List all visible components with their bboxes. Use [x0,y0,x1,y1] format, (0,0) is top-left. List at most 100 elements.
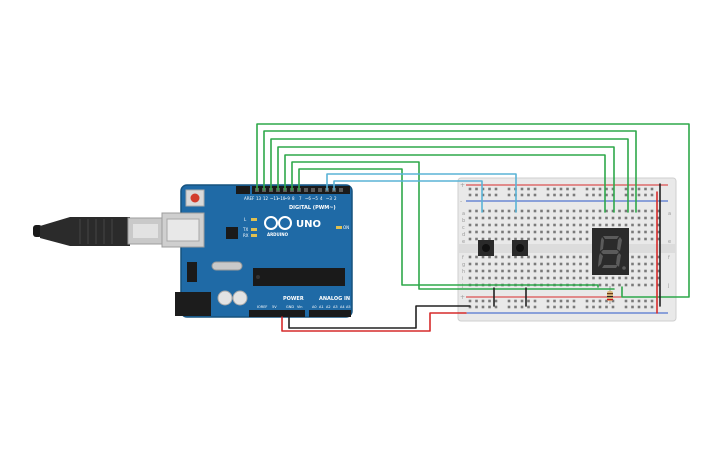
breadboard-hole[interactable] [488,187,491,191]
breadboard-hole[interactable] [540,216,543,220]
breadboard-hole[interactable] [546,305,550,309]
breadboard-hole[interactable] [637,299,641,303]
breadboard-hole[interactable] [650,269,654,273]
push-button-2[interactable] [512,240,528,256]
breadboard-hole[interactable] [468,262,472,266]
breadboard-hole[interactable] [579,276,582,280]
breadboard-hole[interactable] [475,209,478,213]
wire-green-4[interactable] [277,146,615,213]
breadboard-hole[interactable] [494,276,498,280]
breadboard-hole[interactable] [637,193,641,197]
breadboard-hole[interactable] [605,276,608,280]
breadboard-hole[interactable] [657,283,660,287]
breadboard-hole[interactable] [631,216,634,220]
breadboard-hole[interactable] [559,276,563,280]
breadboard-hole[interactable] [520,223,524,227]
breadboard-hole[interactable] [631,209,634,213]
breadboard-hole[interactable] [585,187,589,191]
breadboard-hole[interactable] [566,255,569,259]
breadboard-hole[interactable] [611,223,615,227]
breadboard-hole[interactable] [572,193,576,197]
breadboard-hole[interactable] [611,283,615,287]
breadboard-hole[interactable] [566,299,569,303]
breadboard-hole[interactable] [468,276,472,280]
breadboard-hole[interactable] [566,262,569,266]
breadboard-hole[interactable] [527,262,530,266]
breadboard-hole[interactable] [559,209,563,213]
breadboard-hole[interactable] [501,255,504,259]
breadboard-hole[interactable] [520,276,524,280]
breadboard-hole[interactable] [644,237,647,241]
breadboard-hole[interactable] [488,216,491,220]
breadboard-hole[interactable] [475,187,478,191]
breadboard-hole[interactable] [650,283,654,287]
breadboard-hole[interactable] [624,216,628,220]
breadboard-hole[interactable] [592,216,595,220]
breadboard-hole[interactable] [520,299,524,303]
breadboard-hole[interactable] [507,255,511,259]
breadboard-hole[interactable] [644,209,647,213]
breadboard-hole[interactable] [559,187,563,191]
breadboard-hole[interactable] [514,237,517,241]
breadboard-hole[interactable] [488,237,491,241]
breadboard-hole[interactable] [585,255,589,259]
wire-green-7[interactable] [298,168,599,288]
breadboard-hole[interactable] [605,283,608,287]
breadboard-hole[interactable] [488,223,491,227]
breadboard-hole[interactable] [546,230,550,234]
breadboard-hole[interactable] [481,262,485,266]
breadboard-hole[interactable] [566,269,569,273]
breadboard-hole[interactable] [618,283,621,287]
breadboard-hole[interactable] [598,283,602,287]
breadboard-hole[interactable] [553,216,556,220]
breadboard-hole[interactable] [481,269,485,273]
wire-red-5v[interactable] [281,312,467,332]
breadboard-hole[interactable] [566,187,569,191]
breadboard-hole[interactable] [520,255,524,259]
breadboard-hole[interactable] [481,237,485,241]
breadboard-hole[interactable] [657,255,660,259]
breadboard-hole[interactable] [546,262,550,266]
breadboard-hole[interactable] [650,262,654,266]
breadboard-hole[interactable] [657,230,660,234]
breadboard-hole[interactable] [520,230,524,234]
breadboard-hole[interactable] [494,230,498,234]
breadboard-hole[interactable] [618,276,621,280]
breadboard-hole[interactable] [514,262,517,266]
breadboard-hole[interactable] [468,209,472,213]
breadboard-hole[interactable] [644,223,647,227]
breadboard-hole[interactable] [637,305,641,309]
breadboard-hole[interactable] [514,299,517,303]
breadboard-hole[interactable] [533,262,537,266]
breadboard-hole[interactable] [566,209,569,213]
breadboard-hole[interactable] [644,193,647,197]
breadboard-hole[interactable] [494,216,498,220]
breadboard-hole[interactable] [540,276,543,280]
breadboard-hole[interactable] [592,223,595,227]
breadboard-hole[interactable] [637,209,641,213]
breadboard-hole[interactable] [494,223,498,227]
breadboard-hole[interactable] [559,216,563,220]
breadboard-hole[interactable] [527,269,530,273]
breadboard-hole[interactable] [468,237,472,241]
breadboard-hole[interactable] [572,209,576,213]
breadboard-hole[interactable] [540,255,543,259]
breadboard-hole[interactable] [507,276,511,280]
breadboard-hole[interactable] [611,209,615,213]
breadboard-hole[interactable] [475,230,478,234]
breadboard-hole[interactable] [579,269,582,273]
breadboard-hole[interactable] [501,209,504,213]
breadboard-hole[interactable] [631,305,634,309]
breadboard-hole[interactable] [481,230,485,234]
breadboard-hole[interactable] [605,187,608,191]
breadboard-hole[interactable] [585,299,589,303]
breadboard-hole[interactable] [494,209,498,213]
breadboard-hole[interactable] [559,269,563,273]
arduino-uno-board[interactable]: AREF 13 12 ~11 ~10 ~9 8 7 ~6 ~5 4 ~3 2 D… [161,184,353,318]
breadboard-hole[interactable] [644,216,647,220]
breadboard-hole[interactable] [611,193,615,197]
breadboard-hole[interactable] [637,269,641,273]
breadboard-hole[interactable] [494,255,498,259]
breadboard-hole[interactable] [468,193,472,197]
breadboard-hole[interactable] [494,187,498,191]
